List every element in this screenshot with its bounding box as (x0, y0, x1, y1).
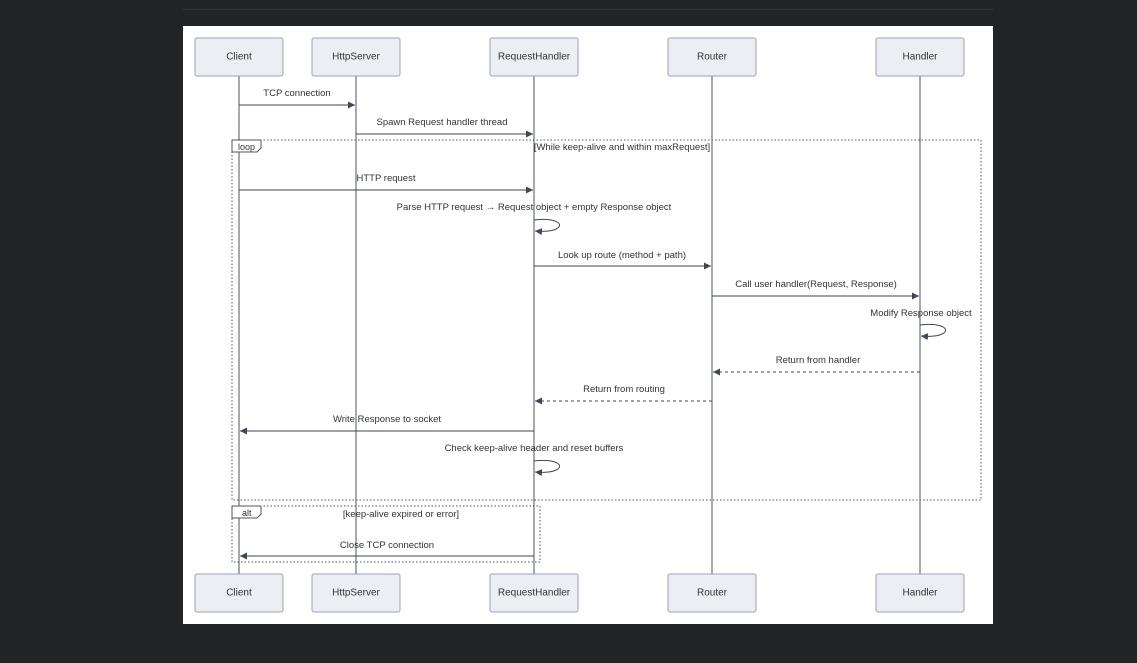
message-label: Modify Response object (870, 308, 972, 319)
message-label: Spawn Request handler thread (377, 117, 508, 128)
loop-label: loop (238, 142, 255, 152)
actor-requesthandler-bottom: RequestHandler (489, 573, 579, 613)
actor-router: Router (667, 37, 757, 77)
actor-client-bottom: Client (194, 573, 284, 613)
message-label: Call user handler(Request, Response) (735, 279, 897, 290)
actor-box (875, 573, 965, 613)
actor-label: HttpServer (332, 52, 380, 63)
actor-box (667, 37, 757, 77)
actor-label: HttpServer (332, 588, 380, 599)
actor-router-bottom: Router (667, 573, 757, 613)
message-label: Parse HTTP request → Request object + em… (397, 202, 672, 213)
loop-tag (231, 139, 262, 153)
actor-handler: Handler (875, 37, 965, 77)
actors-bottom: Client HttpServer RequestHandler Router … (194, 573, 965, 613)
message-label: TCP connection (263, 88, 330, 99)
message-label: Return from handler (776, 355, 860, 366)
actor-handler-bottom: Handler (875, 573, 965, 613)
actor-client: Client (194, 37, 284, 77)
actor-label: Client (226, 52, 252, 63)
message-label: Return from routing (583, 384, 665, 395)
message-label: Close TCP connection (340, 540, 434, 551)
alt-tag (231, 505, 262, 519)
actor-label: Handler (902, 52, 938, 63)
loop-condition: [While keep-alive and within maxRequest] (534, 142, 710, 153)
actor-httpserver-bottom: HttpServer (311, 573, 401, 613)
actor-label: RequestHandler (498, 52, 571, 63)
actor-box (875, 37, 965, 77)
actor-box (194, 37, 284, 77)
actor-label: RequestHandler (498, 588, 571, 599)
actor-box (667, 573, 757, 613)
actor-box (311, 37, 401, 77)
top-divider (183, 9, 993, 10)
loop-fragment: loop [While keep-alive and within maxReq… (231, 139, 982, 501)
self-message-arrow (533, 218, 561, 236)
actor-box (311, 573, 401, 613)
actor-httpserver: HttpServer (311, 37, 401, 77)
actor-box (194, 573, 284, 613)
messages: TCP connection Spawn Request handler thr… (239, 88, 972, 560)
actor-label: Client (226, 588, 252, 599)
actor-label: Handler (902, 588, 938, 599)
message-label: Check keep-alive header and reset buffer… (445, 443, 624, 454)
message-label: HTTP request (357, 173, 416, 184)
actor-box (489, 37, 579, 77)
sequence-diagram: loop [While keep-alive and within maxReq… (183, 26, 993, 624)
sequence-diagram-svg: loop [While keep-alive and within maxReq… (194, 37, 982, 613)
alt-frame (231, 505, 541, 563)
actor-requesthandler: RequestHandler (489, 37, 579, 77)
actor-box (489, 573, 579, 613)
alt-label: alt (242, 508, 252, 518)
message-label: Write Response to socket (333, 414, 441, 425)
self-message-arrow (919, 323, 947, 341)
loop-frame (231, 139, 982, 501)
alt-condition: [keep-alive expired or error] (343, 509, 459, 520)
actors-top: Client HttpServer RequestHandler Router … (194, 37, 965, 77)
alt-fragment: alt [keep-alive expired or error] (231, 505, 541, 563)
actor-label: Router (697, 588, 728, 599)
message-label: Look up route (method + path) (558, 250, 686, 261)
self-message-arrow (533, 459, 561, 477)
actor-label: Router (697, 52, 728, 63)
